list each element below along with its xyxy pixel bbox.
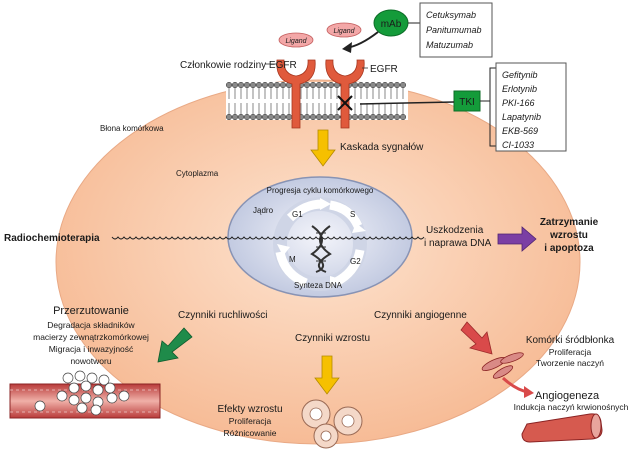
growth-factors-label: Czynniki wzrostu [295,333,370,344]
svg-text:Ligand: Ligand [285,38,307,45]
cycle-top-label: Progresja cyklu komórkowego [267,186,374,195]
growth-effects-title: Efekty wzrostu [217,404,282,415]
inhibition-cross-icon [337,95,353,111]
growth-effects-line1: Proliferacja [229,416,272,426]
metastasis-line4: nowotworu [70,356,111,366]
tki-drugs-box [495,62,567,152]
ligand-right: Ligand [326,22,362,38]
tki-drug-5: EKB-569 [502,126,538,136]
growth-effects-arrow [314,355,340,395]
dna-damage-line2: i naprawa DNA [424,238,492,249]
angiogenic-arrow [460,321,493,355]
outcome-line3: i apoptoza [544,243,594,254]
phase-m: M [289,255,296,264]
cell-cycle-wheel [273,197,367,291]
dna-damage-line1: Uszkodzenia [426,225,484,236]
tki-drug-6: CI-1033 [502,140,534,150]
mab-drug-1: Cetuksymab [426,10,476,20]
metastasis-title: Przerzutowanie [53,305,129,317]
angiogenesis-title: Angiogeneza [535,390,600,402]
tki-drug-3: PKI-166 [502,98,535,108]
mab-drugs-box [419,2,493,58]
tki-inhibition-line [359,101,455,105]
endothelial-line2: Tworzenie naczyń [536,358,604,368]
apoptosis-arrow [497,226,537,252]
angiogenic-factors-label: Czynniki angiogenne [374,310,467,321]
blood-vessel-icon [521,413,603,443]
mab-drug-2: Panitumumab [426,25,482,35]
cycle-bottom-label: Synteza DNA [294,281,343,290]
cytoplasm-label: Cytoplazma [176,169,219,178]
phase-s: S [350,210,355,219]
mab-drug-3: Matuzumab [426,40,473,50]
metastasis-line2: macierzy zewnątrzkomórkowej [33,332,149,342]
egfr-label: EGFR [370,64,398,75]
mab-label: mAb [381,19,402,30]
angiogenesis-line1: Indukcja naczyń krwionośnych [514,402,629,412]
egfr-receptor [325,59,365,129]
tki-drug-2: Erlotynib [502,84,537,94]
tki-drug-4: Lapatynib [502,112,541,122]
egfr-family-label: Członkowie rodziny EGFR [180,60,297,71]
endothelial-title: Komórki śródbłonka [526,335,615,346]
mab-antibody: mAb [373,9,409,37]
ligand-left: Ligand [278,32,314,48]
metastasis-arrow [157,327,193,363]
svg-text:Ligand: Ligand [333,28,355,35]
signal-cascade-label: Kaskada sygnałów [340,142,424,153]
phase-g2: G2 [350,257,361,266]
dna-helix-icon [310,225,332,273]
growth-effects-line2: Różnicowanie [224,428,277,438]
tki-label: TKI [459,97,475,108]
invasion-vessel-icon [9,370,161,419]
membrane-label: Błona komórkowa [100,124,164,133]
egfr-family-receptor [276,59,316,129]
motility-factors-label: Czynniki ruchliwości [178,310,267,321]
dividing-cells-icon [301,399,363,449]
radio-wavy-line [111,236,425,240]
outcome-line1: Zatrzymanie [540,217,599,228]
signal-cascade-arrow [310,129,336,167]
metastasis-line3: Migracja i inwazyjność [49,344,134,354]
tki-drug-1: Gefitynib [502,70,538,80]
endothelial-cells-icon [481,352,524,379]
nucleus-label: Jądro [253,206,274,215]
phase-g1: G1 [292,210,303,219]
endothelial-line1: Proliferacja [549,347,592,357]
radio-label: Radiochemioterapia [4,233,100,244]
outcome-line2: wzrostu [549,230,588,241]
metastasis-line1: Degradacja składników [47,320,135,330]
cell-membrane [225,81,408,121]
